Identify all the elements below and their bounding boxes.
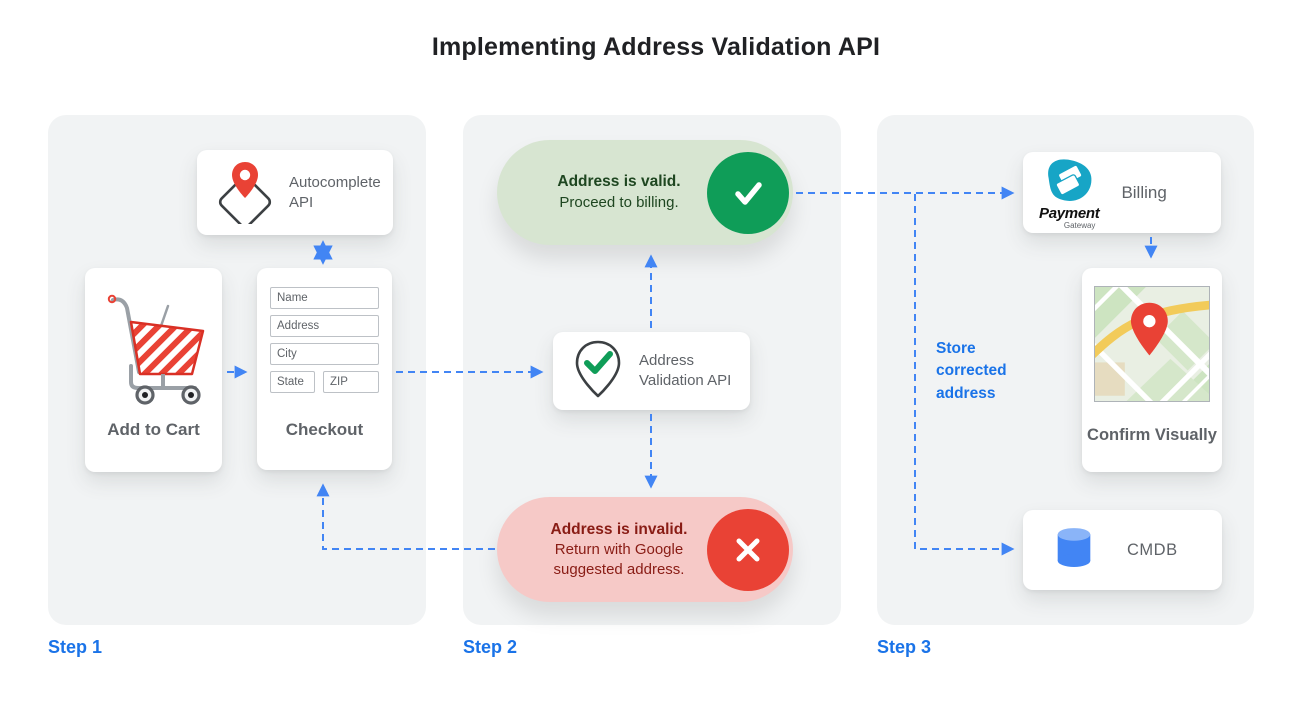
address-invalid-title: Address is invalid. [550,520,688,538]
cmdb-node: CMDB [1023,510,1222,590]
cmdb-label: CMDB [1127,540,1178,559]
autocomplete-api-label: Autocomplete API [289,173,381,211]
billing-label: Billing [1121,182,1167,202]
address-valid-pill: Address is valid. Proceed to billing. [497,140,793,245]
step1-label: Step 1 [48,637,103,657]
address-valid-title: Address is valid. [557,173,681,191]
add-to-cart-node: Add to Cart [85,268,222,472]
state-field[interactable] [270,371,315,393]
shopping-cart-icon [85,286,222,408]
step3-label: Step 3 [877,637,932,657]
address-invalid-subtitle: Return with Google suggested address. [553,541,685,578]
address-valid-subtitle: Proceed to billing. [559,194,679,212]
database-icon [1045,520,1103,581]
x-icon [707,508,789,591]
page-title: Implementing Address Validation API [431,33,881,61]
address-invalid-pill: Address is invalid. Return with Google s… [497,497,793,602]
billing-node: Payment Gateway Billing [1023,152,1221,233]
add-to-cart-label: Add to Cart [107,420,200,439]
payment-gateway-logo: Payment Gateway [1039,155,1100,230]
checkout-node: Checkout [257,268,392,470]
address-invalid-text: Address is invalid. Return with Google s… [523,497,715,602]
city-field[interactable] [270,343,379,365]
address-valid-text: Address is valid. Proceed to billing. [523,140,715,245]
payment-gateway-logo-title: Payment [1039,205,1100,222]
map-thumbnail [1094,286,1210,402]
address-field[interactable] [270,315,379,337]
address-validation-api-node: Address Validation API [553,332,750,410]
zip-field[interactable] [323,371,379,393]
payment-gateway-logo-subtitle: Gateway [1063,221,1096,230]
checkout-label: Checkout [285,420,364,439]
pin-checkmark-icon [571,338,625,405]
step2-label: Step 2 [463,637,518,657]
name-field[interactable] [270,287,379,309]
store-corrected-address-note: Store corrected address [936,340,1007,402]
confirm-visually-label: Confirm Visually [1087,425,1217,444]
confirm-visually-node: Confirm Visually [1082,268,1222,472]
state-zip-row [270,371,379,399]
map-pin-diamond-icon [213,156,277,229]
autocomplete-api-node: Autocomplete API [197,150,393,235]
address-validation-api-label: Address Validation API [639,352,732,389]
checkmark-icon [707,151,789,234]
